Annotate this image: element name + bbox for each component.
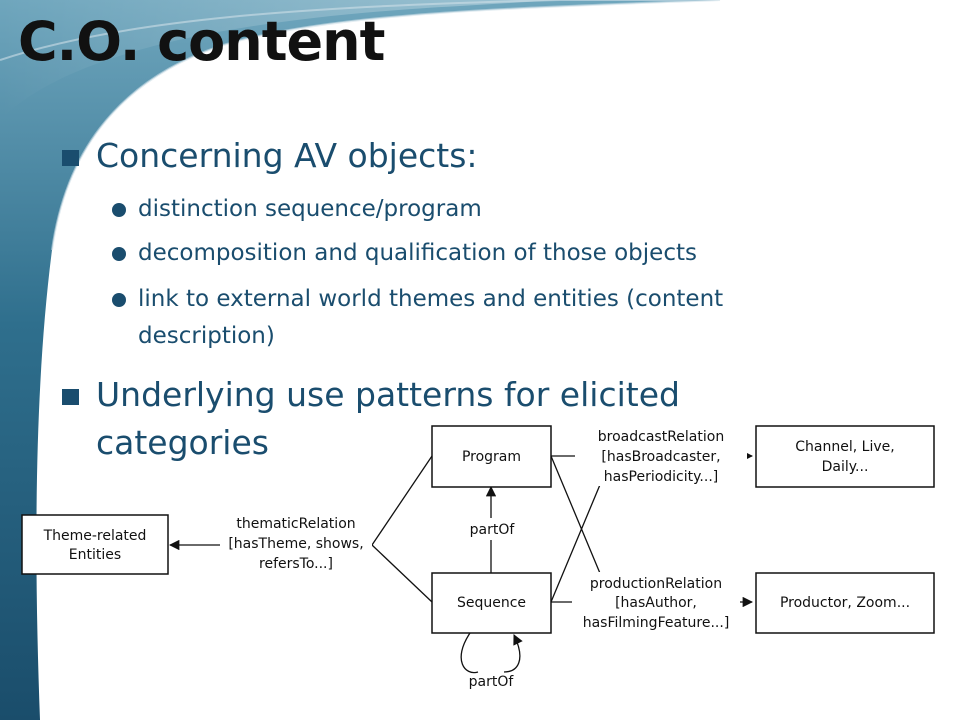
node-sequence: Sequence xyxy=(431,572,552,634)
bullet-text: Underlying use patterns for elicited xyxy=(96,375,680,414)
partof-up-label: partOf xyxy=(470,522,516,538)
bullet-text: categories xyxy=(96,423,269,462)
thematic-relation-label: thematicRelation [hasTheme, shows, refer… xyxy=(228,516,363,572)
production-label-line2: [hasAuthor, xyxy=(615,595,697,611)
thematic-label-bg xyxy=(220,512,372,574)
node-theme-label-line2: Entities xyxy=(69,547,121,563)
broadcast-relation-label: broadcastRelation [hasBroadcaster, hasPe… xyxy=(598,429,724,485)
round-bullet-icon xyxy=(112,203,126,217)
production-label-line1: productionRelation xyxy=(590,576,722,592)
production-relation-label: productionRelation [hasAuthor, hasFilmin… xyxy=(583,576,730,631)
slide-title: C.O. content xyxy=(18,10,385,73)
node-channel-label-line2: Daily... xyxy=(822,459,869,475)
sub-bullet-text: distinction sequence/program xyxy=(138,196,482,222)
production-label-line3: hasFilmingFeature...] xyxy=(583,615,730,631)
round-bullet-icon xyxy=(112,293,126,307)
square-bullet-icon xyxy=(62,150,79,166)
node-productor-label: Productor, Zoom... xyxy=(780,595,910,611)
edge-partof-loop xyxy=(460,632,523,674)
node-theme-entities: Theme-related Entities xyxy=(21,514,169,575)
node-sequence-label: Sequence xyxy=(457,595,526,611)
round-bullet-icon xyxy=(112,247,126,261)
thematic-label-line3: refersTo...] xyxy=(259,556,333,572)
partof-up-label-bg xyxy=(464,518,520,540)
bullet-text: Concerning AV objects: xyxy=(96,136,478,175)
broadcast-label-bg xyxy=(575,424,747,486)
broadcast-label-line1: broadcastRelation xyxy=(598,429,724,445)
node-program-label: Program xyxy=(462,449,521,465)
node-channel-label-line1: Channel, Live, xyxy=(795,439,894,455)
broadcast-label-line2: [hasBroadcaster, xyxy=(601,449,720,465)
sub-bullet-text: description) xyxy=(138,323,275,349)
partof-loop-label: partOf xyxy=(469,674,515,690)
node-channel: Channel, Live, Daily... xyxy=(755,425,935,488)
node-theme-label-line1: Theme-related xyxy=(43,528,147,544)
square-bullet-icon xyxy=(62,389,79,405)
thematic-label-line2: [hasTheme, shows, xyxy=(228,536,363,552)
node-productor: Productor, Zoom... xyxy=(755,572,935,634)
sub-bullet-text: decomposition and qualification of those… xyxy=(138,240,697,266)
broadcast-label-line3: hasPeriodicity...] xyxy=(604,469,718,485)
production-label-bg xyxy=(572,572,740,634)
node-program: Program xyxy=(431,425,552,488)
thematic-label-line1: thematicRelation xyxy=(236,516,355,532)
sub-bullet-text: link to external world themes and entiti… xyxy=(138,286,724,312)
